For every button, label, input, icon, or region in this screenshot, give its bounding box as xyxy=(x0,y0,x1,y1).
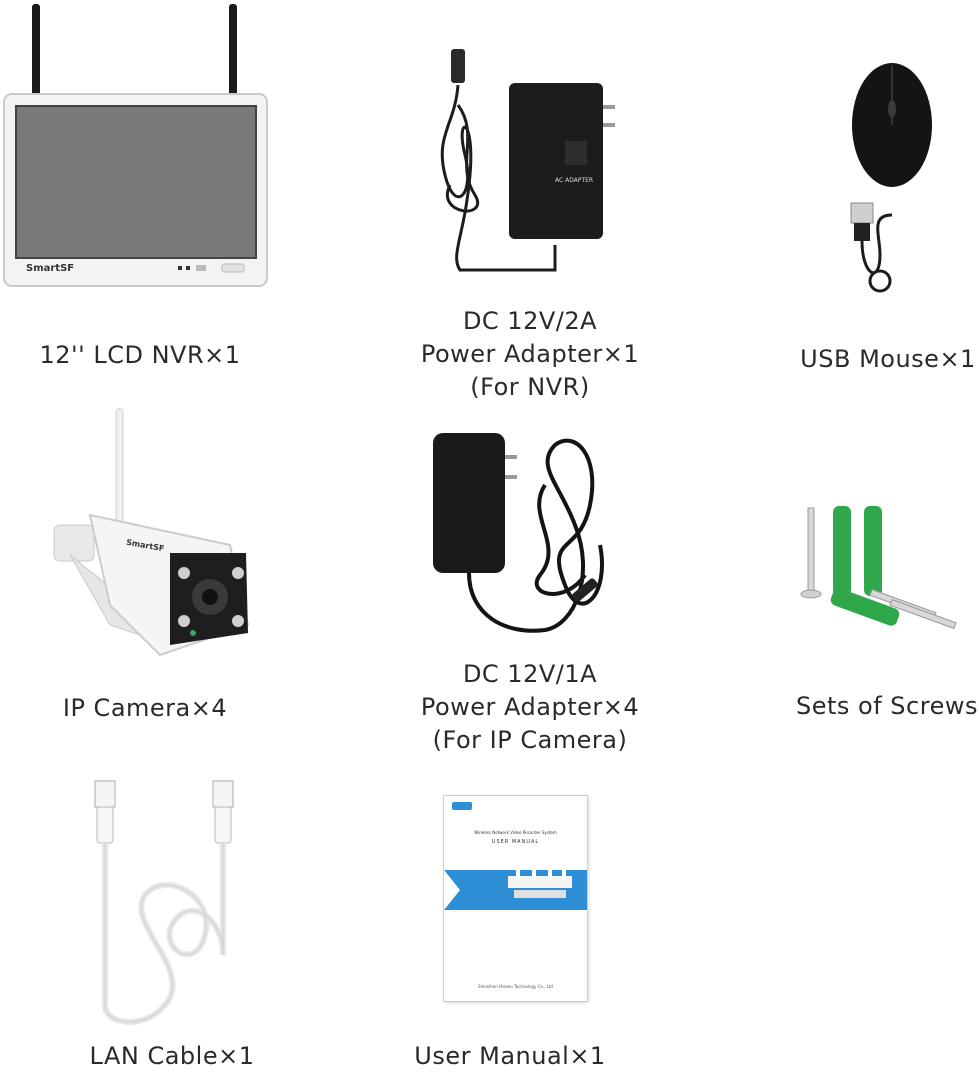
nvr-brand-label: SmartSF xyxy=(26,263,75,274)
screws-set xyxy=(800,500,975,630)
camera-power-adapter-image xyxy=(433,433,604,633)
manual-footer: Shenzhen Hiseeu Technology Co., Ltd xyxy=(478,984,553,989)
usb-mouse-image xyxy=(850,63,932,293)
mouse-caption: USB Mouse×1 xyxy=(800,345,976,373)
camera-caption: IP Camera×4 xyxy=(62,694,228,722)
lcd-nvr-image xyxy=(3,4,268,287)
manual-subtitle: Wireless Network Video Recorder System xyxy=(474,830,557,835)
wall-anchor xyxy=(833,506,851,596)
ip-camera-image xyxy=(53,408,250,657)
nvr-adapter-caption: DC 12V/2A Power Adapter×1 (For NVR) xyxy=(420,307,640,401)
nvr-caption: 12'' LCD NVR×1 xyxy=(39,341,241,369)
manual-caption: User Manual×1 xyxy=(414,1042,606,1070)
adapter-body xyxy=(433,433,505,573)
nvr-power-adapter-image xyxy=(440,49,615,272)
nvr-antenna-left xyxy=(32,4,40,98)
lcd-nvr: SmartSF xyxy=(0,0,280,300)
adapter-body xyxy=(509,83,603,239)
user-manual: Wireless Network Video Recorder System U… xyxy=(443,795,588,1002)
camera-adapter-caption: DC 12V/1A Power Adapter×4 (For IP Camera… xyxy=(420,660,640,754)
screws-set-image xyxy=(800,506,957,630)
wall-anchor xyxy=(864,506,882,596)
manual-cover-banner xyxy=(444,866,587,910)
lan-cable xyxy=(85,775,245,1030)
manual-title: USER MANUAL xyxy=(491,839,540,845)
ip-camera: SmartSF xyxy=(50,405,260,670)
nvr-screen xyxy=(15,105,257,259)
manual-logo xyxy=(452,802,472,810)
camera-antenna xyxy=(115,408,124,530)
nvr-antenna-right xyxy=(229,4,237,98)
lan-caption: LAN Cable×1 xyxy=(89,1042,255,1070)
nvr-adapter-label: AC ADAPTER xyxy=(555,177,594,184)
nvr-power-adapter: AC ADAPTER xyxy=(415,45,625,295)
usb-mouse xyxy=(840,55,950,300)
camera-power-adapter xyxy=(425,425,625,655)
lan-cable-image xyxy=(94,780,234,1025)
screws-caption: Sets of Screws xyxy=(796,692,978,720)
